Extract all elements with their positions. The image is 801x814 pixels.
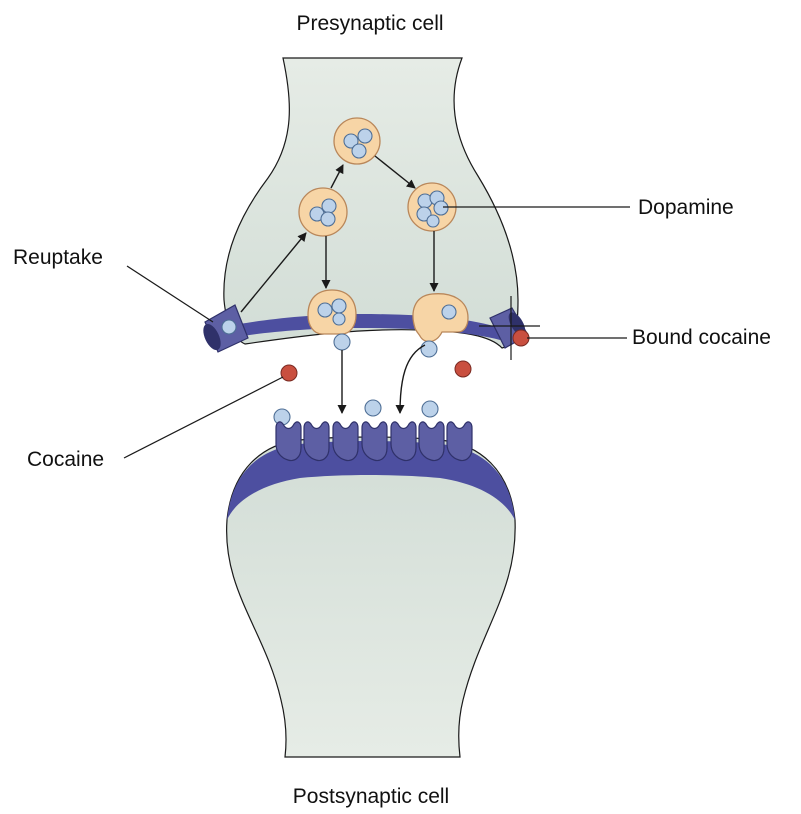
label-postsynaptic-cell: Postsynaptic cell (293, 785, 449, 808)
vesicle-top (333, 117, 381, 165)
vesicle-docked-right (412, 293, 469, 343)
cocaine-molecule (454, 360, 472, 378)
vesicle-left (298, 187, 348, 237)
cocaine-molecule (280, 364, 298, 382)
arrow-cycle-up (330, 164, 344, 189)
arrow-cycle-right (374, 155, 416, 189)
leader-reuptake (126, 265, 214, 323)
vesicle-docked-left (307, 289, 357, 335)
label-cocaine: Cocaine (27, 448, 104, 471)
dopamine-molecule (420, 340, 438, 358)
label-presynaptic-cell: Presynaptic cell (296, 12, 443, 35)
cocaine-molecule-bound (512, 329, 530, 347)
presynaptic-terminal (223, 57, 519, 349)
receptor-row (275, 421, 473, 462)
label-bound-cocaine: Bound cocaine (632, 326, 771, 349)
leader-cocaine (123, 376, 284, 459)
label-dopamine: Dopamine (638, 196, 734, 219)
dopamine-molecule (221, 319, 237, 335)
label-reuptake: Reuptake (13, 246, 103, 269)
arrow-release-right (395, 344, 426, 414)
dopamine-molecule (333, 333, 351, 351)
postsynaptic-membrane (227, 441, 515, 520)
arrow-reuptake (240, 232, 307, 313)
dopamine-molecule (421, 400, 439, 418)
vesicle-right (407, 182, 457, 232)
dopamine-molecule (364, 399, 382, 417)
